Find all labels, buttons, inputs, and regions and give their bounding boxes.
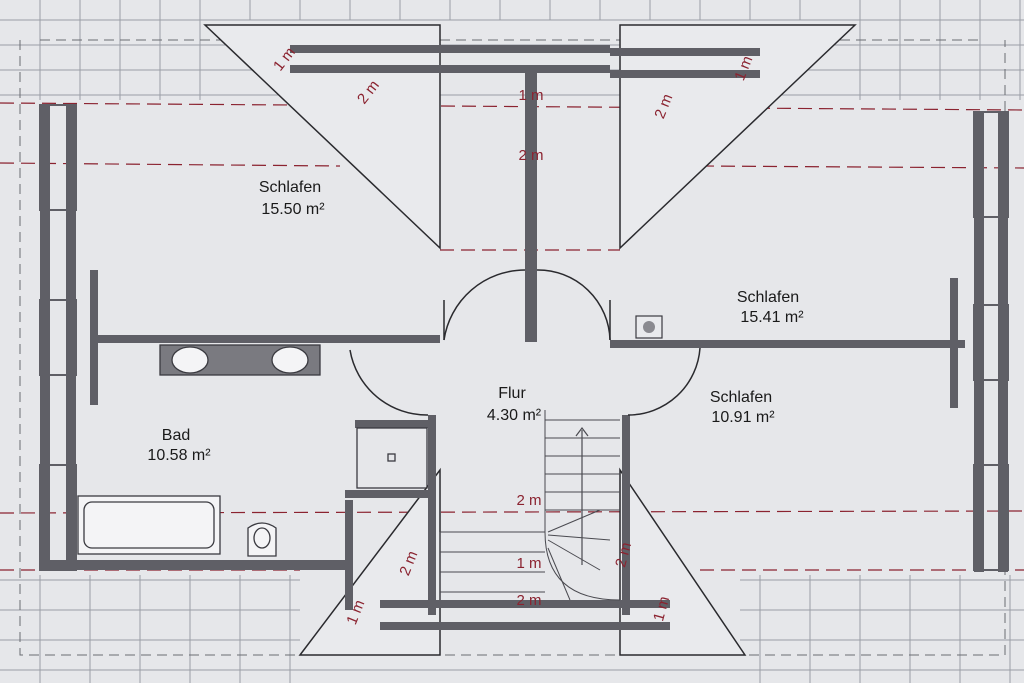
sink-left (171, 346, 209, 374)
room-area: 10.58 m² (147, 447, 211, 464)
toilet (247, 522, 277, 557)
room-name: Bad (162, 427, 190, 444)
height-mark: 2 m (516, 592, 541, 609)
room-labels: Schlafen 15.50 m² Schlafen 15.41 m² Schl… (147, 179, 804, 464)
room-area: 15.50 m² (261, 201, 325, 218)
roof-grid-bottom (0, 575, 1024, 683)
height-mark: 1 m (518, 87, 543, 104)
shower (356, 427, 428, 489)
sink-right (271, 346, 309, 374)
height-mark: 2 m (612, 541, 635, 570)
height-mark: 1 m (516, 555, 541, 572)
room-area: 15.41 m² (740, 309, 804, 326)
dormers (203, 24, 857, 656)
height-mark: 1 m (650, 595, 673, 624)
room-name: Schlafen (737, 289, 799, 306)
room-name: Flur (498, 385, 526, 402)
bathtub (77, 495, 221, 555)
room-name: Schlafen (710, 389, 772, 406)
exterior-walls (39, 45, 1009, 630)
door-swings (349, 269, 701, 416)
room-area: 10.91 m² (711, 409, 775, 426)
room-name: Schlafen (259, 179, 321, 196)
interior-walls (90, 72, 965, 615)
bathroom-fixtures (77, 344, 428, 557)
staircase (439, 410, 621, 601)
height-mark: 2 m (516, 492, 541, 509)
height-mark: 2 m (518, 147, 543, 164)
room-area: 4.30 m² (487, 407, 542, 424)
